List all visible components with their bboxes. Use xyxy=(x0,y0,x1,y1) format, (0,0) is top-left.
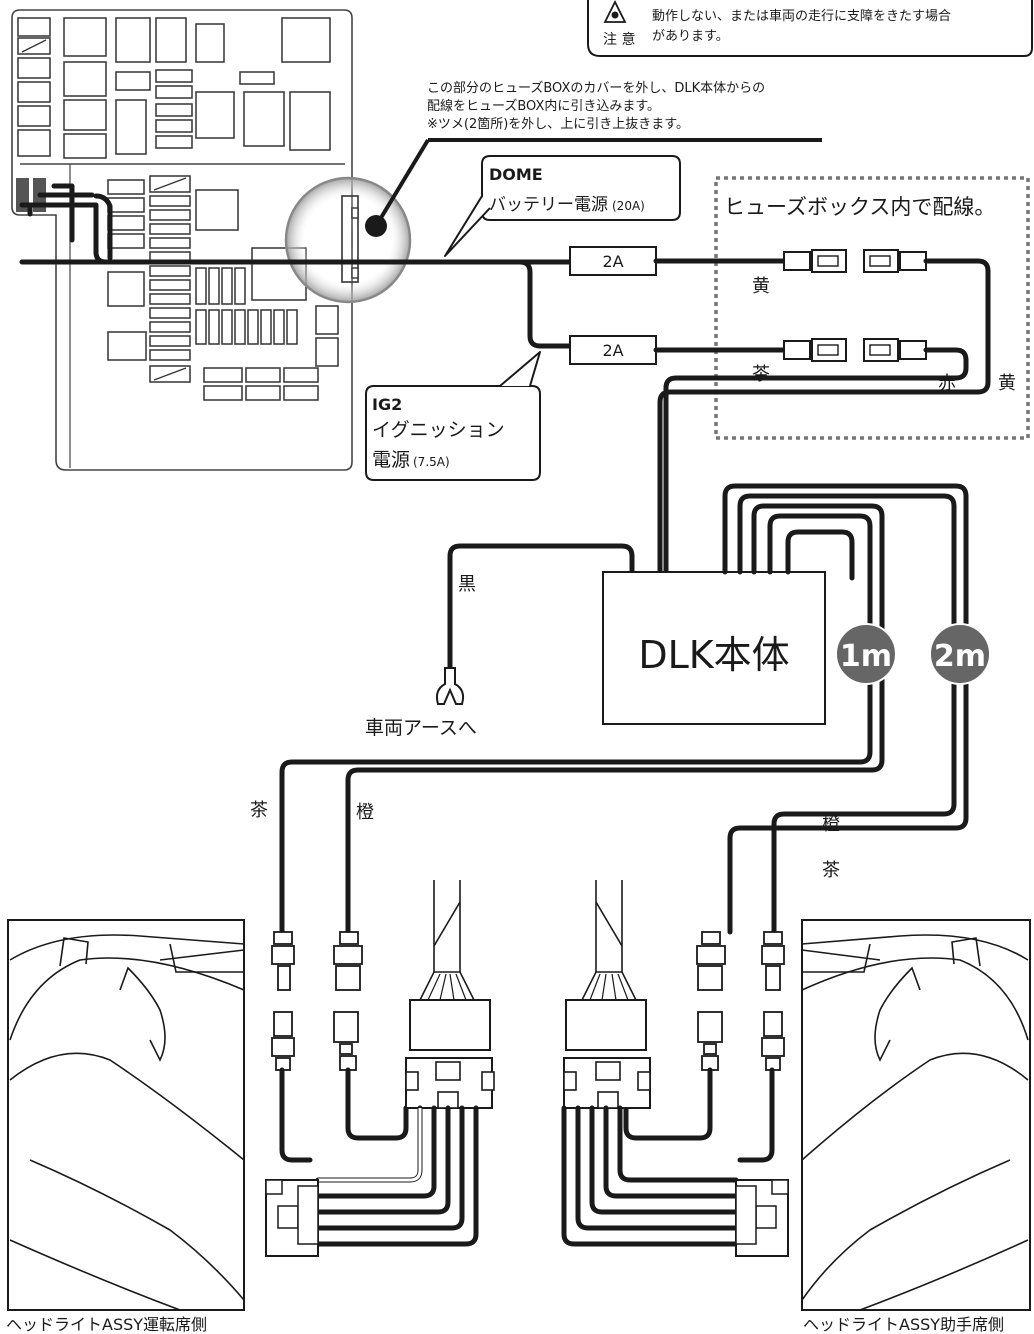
dlk-unit-label: DLK本体 xyxy=(638,633,789,677)
headlight-left-label: ヘッドライトASSY運転席側 xyxy=(6,1315,207,1334)
magnifier xyxy=(284,138,822,304)
dome-callout: DOME バッテリー電源 (20A) xyxy=(444,155,681,257)
harness-connector-left xyxy=(405,880,495,1109)
wires-to-dlk xyxy=(657,258,991,575)
fusebox-note-line-3: ※ツメ(2箇所)を外し、上に引き上抜きます。 xyxy=(427,116,689,132)
dome-title: DOME xyxy=(489,165,543,184)
wire-color-top-yellow: 黄 xyxy=(752,276,770,297)
bundle-left xyxy=(315,1105,479,1247)
headlight-connector-right xyxy=(735,1179,789,1257)
fusebox-note-line-1: この部分のヒューズBOXのカバーを外し、DLK本体からの xyxy=(427,80,765,96)
dome-rating: (20A) xyxy=(612,199,645,213)
ground: 黒 車両アースへ xyxy=(365,574,477,739)
fusebox-note-line-2: 配線をヒューズBOX内に引き込みます。 xyxy=(427,98,660,114)
bundle-right xyxy=(561,1105,739,1247)
badge-2m: 2m xyxy=(929,623,991,685)
ig2-title: IG2 xyxy=(372,395,402,414)
fuse-box xyxy=(11,9,353,471)
fusebox-wiring-label: ヒューズボックス内で配線。 xyxy=(724,195,995,219)
wire-color-black: 黒 xyxy=(458,574,476,595)
badge-2m-text: 2m xyxy=(934,639,986,674)
fusebox-wiring-area xyxy=(714,176,1030,440)
ig2-rating: (7.5A) xyxy=(413,455,450,469)
fuse-label-2: 2A xyxy=(602,341,623,360)
wires-lower xyxy=(279,1067,775,1163)
fuse-2a-upper: 2A xyxy=(569,246,657,276)
badge-1m-text: 1m xyxy=(840,639,892,674)
wire-color-mid-red: 赤 xyxy=(938,373,956,394)
caution-box: 注 意 動作しない、または車両の走行に支障をきたす場合 があります。 xyxy=(587,0,1033,57)
headlight-connector-left xyxy=(265,1179,319,1257)
connector-pair-upper xyxy=(783,249,927,273)
ground-terminal-icon xyxy=(435,667,465,705)
wire-color-right-orange: 橙 xyxy=(822,814,840,835)
headlight-right xyxy=(801,919,1031,1311)
ig2-line-3: 電源 xyxy=(372,449,410,471)
ground-label: 車両アースへ xyxy=(365,717,477,739)
caution-line-1: 動作しない、または車両の走行に支障をきたす場合 xyxy=(652,9,951,24)
wire-color-left-brown: 茶 xyxy=(250,800,268,821)
fuse-2a-lower: 2A xyxy=(569,335,657,365)
terminals-left xyxy=(271,931,363,1071)
ig2-line-2: イグニッション xyxy=(372,419,505,441)
dlk-unit: DLK本体 xyxy=(447,543,826,725)
wires-upper xyxy=(19,183,573,349)
dome-desc: バッテリー電源 xyxy=(489,195,608,215)
connector-pair-lower xyxy=(783,338,927,362)
headlight-right-label: ヘッドライトASSY助手席側 xyxy=(803,1315,1004,1334)
fuse-label-1: 2A xyxy=(602,252,623,271)
headlight-left xyxy=(7,919,245,1311)
wire-color-left-orange: 橙 xyxy=(356,802,374,823)
badge-1m: 1m xyxy=(835,623,897,685)
caution-label: 注 意 xyxy=(603,31,635,48)
terminals-right xyxy=(696,931,785,1071)
wire-color-right-brown: 茶 xyxy=(822,860,840,881)
caution-line-2: があります。 xyxy=(652,29,729,44)
wire-color-mid-brown: 茶 xyxy=(752,364,770,385)
ig2-callout: IG2 イグニッション 電源 (7.5A) xyxy=(365,351,541,481)
harness-connector-right xyxy=(563,880,651,1109)
wire-color-right-yellow: 黄 xyxy=(998,373,1016,394)
